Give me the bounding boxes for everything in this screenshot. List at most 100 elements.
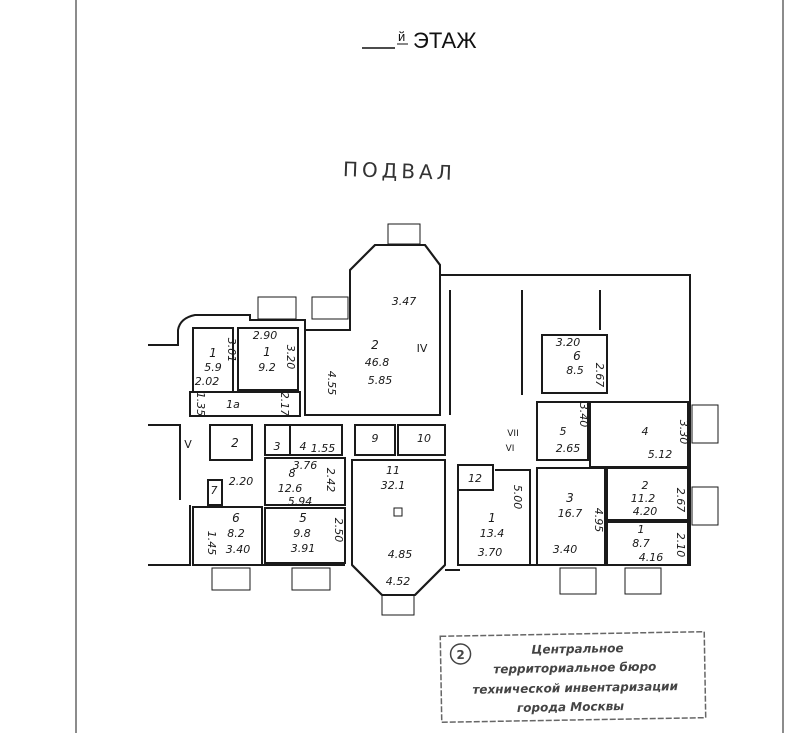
room-11-32.1 <box>351 459 446 596</box>
column-icon <box>393 507 403 517</box>
room-7 <box>207 479 223 506</box>
room-dim: 4.20 <box>633 505 658 518</box>
window <box>381 594 415 616</box>
room-dim: 2.42 <box>324 468 337 493</box>
room-dim: 1.55 <box>311 442 336 455</box>
room-dim: 2.67 <box>674 488 687 513</box>
room-number: 7 <box>211 484 218 497</box>
room-1-13.4 <box>457 469 531 566</box>
room-6-8.2 <box>192 506 263 566</box>
stamp-line: технической инвентаризации <box>472 679 678 697</box>
room-dim: 1.45 <box>205 531 218 556</box>
room-area: 13.4 <box>480 527 505 540</box>
room-dim: 4.52 <box>386 575 411 588</box>
room-1-8.7 <box>606 521 689 566</box>
level-title: ПОДВАЛ <box>343 157 457 185</box>
room-dim: 4.85 <box>388 548 413 561</box>
room-area: 32.1 <box>381 479 406 492</box>
room-dim: 5.94 <box>288 495 313 508</box>
outer-wall-top <box>148 244 691 402</box>
room-dim: 2.17 <box>278 392 291 417</box>
room-dim: 5.85 <box>368 374 393 387</box>
room-dim: 3.20 <box>284 345 297 370</box>
room-9 <box>354 424 396 456</box>
room-labels-right: 3.20 6 8.5 2.67 5 3.40 2.65 4 3.30 5.12 … <box>468 336 690 564</box>
room-area: 9.8 <box>293 527 311 540</box>
stamp-number-circle <box>449 643 472 665</box>
axis-mark-iv: IV <box>417 342 428 355</box>
room-number: 5 <box>560 425 567 438</box>
room-number: 2 <box>642 479 649 492</box>
room-dim: 2.65 <box>556 442 581 455</box>
room-10 <box>397 424 446 456</box>
room-number: 1a <box>226 398 240 411</box>
room-dim: 4.16 <box>639 551 664 564</box>
room-area: 8.7 <box>632 537 650 550</box>
room-dim: 3.01 <box>225 338 238 363</box>
room-dim: 2.90 <box>253 329 278 342</box>
room-area: 11.2 <box>631 492 656 505</box>
room-number: 2 <box>371 338 379 352</box>
room-area: 8.5 <box>566 364 584 377</box>
room-number: 4 <box>642 425 649 438</box>
stamp-line: города Москвы <box>517 699 625 715</box>
room-dim: 5.00 <box>511 485 524 510</box>
room-number: 10 <box>417 432 431 445</box>
room-number: 1 <box>488 511 496 525</box>
room-dim: 3.70 <box>478 546 503 559</box>
room-area: 9.2 <box>258 361 276 374</box>
room-1a <box>189 391 301 417</box>
room-4-right <box>589 401 689 468</box>
axis-mark-vi: VI <box>506 444 515 454</box>
room-8 <box>264 457 346 506</box>
room-number: 3 <box>274 440 281 453</box>
stamp-number: 2 <box>456 648 465 662</box>
room-number: 4 <box>300 440 307 453</box>
room-5-right <box>536 401 589 461</box>
room-number: 1 <box>209 346 217 360</box>
room-number: 9 <box>372 432 379 445</box>
window <box>387 223 421 245</box>
room-dim: 3.91 <box>291 542 316 555</box>
floor-heading: й ЭТАЖ <box>362 28 477 53</box>
room-dim: 3.40 <box>226 543 251 556</box>
room-6-8.5 <box>541 334 608 394</box>
corridor-walls <box>449 290 601 415</box>
window <box>311 296 349 320</box>
room-number: 11 <box>386 464 400 477</box>
stamp-frame <box>439 630 707 724</box>
room-number: 1 <box>263 345 271 359</box>
room-2-46.8 <box>304 244 441 416</box>
room-1-9.2 <box>237 327 299 391</box>
room-dim: 2.50 <box>332 518 345 543</box>
room-area: 16.7 <box>558 507 583 520</box>
window <box>691 404 719 444</box>
room-number: 2 <box>231 436 239 450</box>
rooms-left <box>189 244 446 596</box>
stamp-line: Центральное <box>531 641 623 657</box>
room-dim: 4.95 <box>592 508 605 533</box>
room-number: 1 <box>638 523 645 536</box>
bti-stamp: 2 Центральное территориальное бюро техни… <box>439 630 707 724</box>
room-dim: 2.10 <box>674 533 687 558</box>
room-dim: 2.20 <box>229 475 254 488</box>
room-area: 8.2 <box>227 527 245 540</box>
room-dim: 2.67 <box>593 363 606 388</box>
stamp-line: территориальное бюро <box>493 660 656 677</box>
axis-mark-vii: VII <box>507 429 518 439</box>
room-dim: 3.40 <box>577 403 590 428</box>
room-dim: 3.76 <box>293 459 318 472</box>
room-number: 6 <box>573 349 581 363</box>
room-dim: 3.20 <box>556 336 581 349</box>
room-number: 8 <box>289 467 296 480</box>
floor-word: ЭТАЖ <box>413 28 477 53</box>
room-dim: 1.35 <box>194 392 207 417</box>
room-dim: 3.40 <box>553 543 578 556</box>
rooms-right <box>457 334 689 566</box>
window <box>624 567 662 595</box>
window <box>291 567 331 591</box>
windows <box>211 223 719 616</box>
room-dim: 5.12 <box>648 448 673 461</box>
room-number: 5 <box>299 511 307 525</box>
